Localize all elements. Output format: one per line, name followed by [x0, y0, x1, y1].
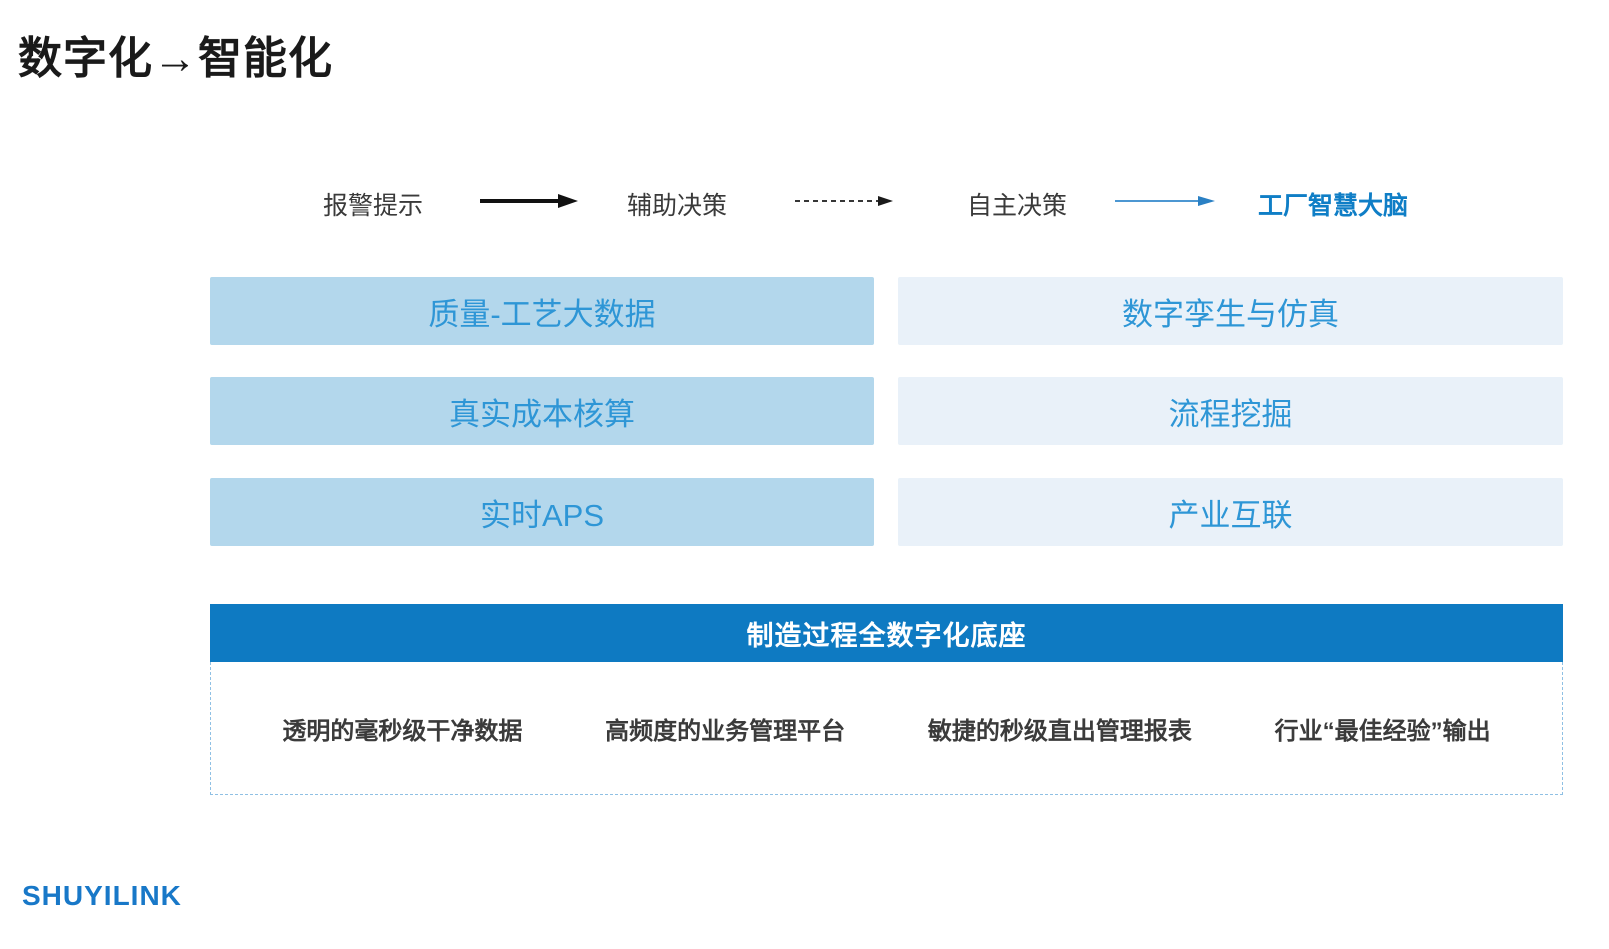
capability-box-realtime-aps: 实时APS — [210, 478, 874, 546]
flow-stage-autonomous: 自主决策 — [966, 192, 1067, 220]
foundation-body: 透明的毫秒级干净数据 高频度的业务管理平台 敏捷的秒级直出管理报表 行业“最佳经… — [210, 662, 1563, 795]
foundation-item-best-practice: 行业“最佳经验”输出 — [1274, 717, 1491, 745]
solid-arrow-icon — [480, 193, 578, 214]
page-title: 数字化→智能化 — [18, 34, 333, 83]
capability-box-industry-interconnect: 产业互联 — [898, 478, 1563, 546]
flow-stage-smart-brain: 工厂智慧大脑 — [1257, 192, 1408, 220]
foundation-item-management-platform: 高频度的业务管理平台 — [605, 717, 846, 745]
foundation-header: 制造过程全数字化底座 — [210, 604, 1563, 662]
capability-box-real-cost: 真实成本核算 — [210, 377, 874, 445]
foundation-item-clean-data: 透明的毫秒级干净数据 — [282, 717, 523, 745]
capability-box-digital-twin: 数字孪生与仿真 — [898, 277, 1563, 345]
company-logo: SHUYILINK — [22, 880, 182, 911]
capability-box-quality-bigdata: 质量-工艺大数据 — [210, 277, 874, 345]
capability-box-process-mining: 流程挖掘 — [898, 377, 1563, 445]
flow-stage-alarm: 报警提示 — [322, 192, 423, 220]
blue-arrow-icon — [1115, 193, 1215, 214]
foundation-panel: 制造过程全数字化底座 透明的毫秒级干净数据 高频度的业务管理平台 敏捷的秒级直出… — [210, 604, 1563, 795]
dashed-arrow-icon — [795, 193, 893, 214]
foundation-item-instant-reports: 敏捷的秒级直出管理报表 — [927, 717, 1192, 745]
flow-stage-assisted: 辅助决策 — [626, 192, 727, 220]
